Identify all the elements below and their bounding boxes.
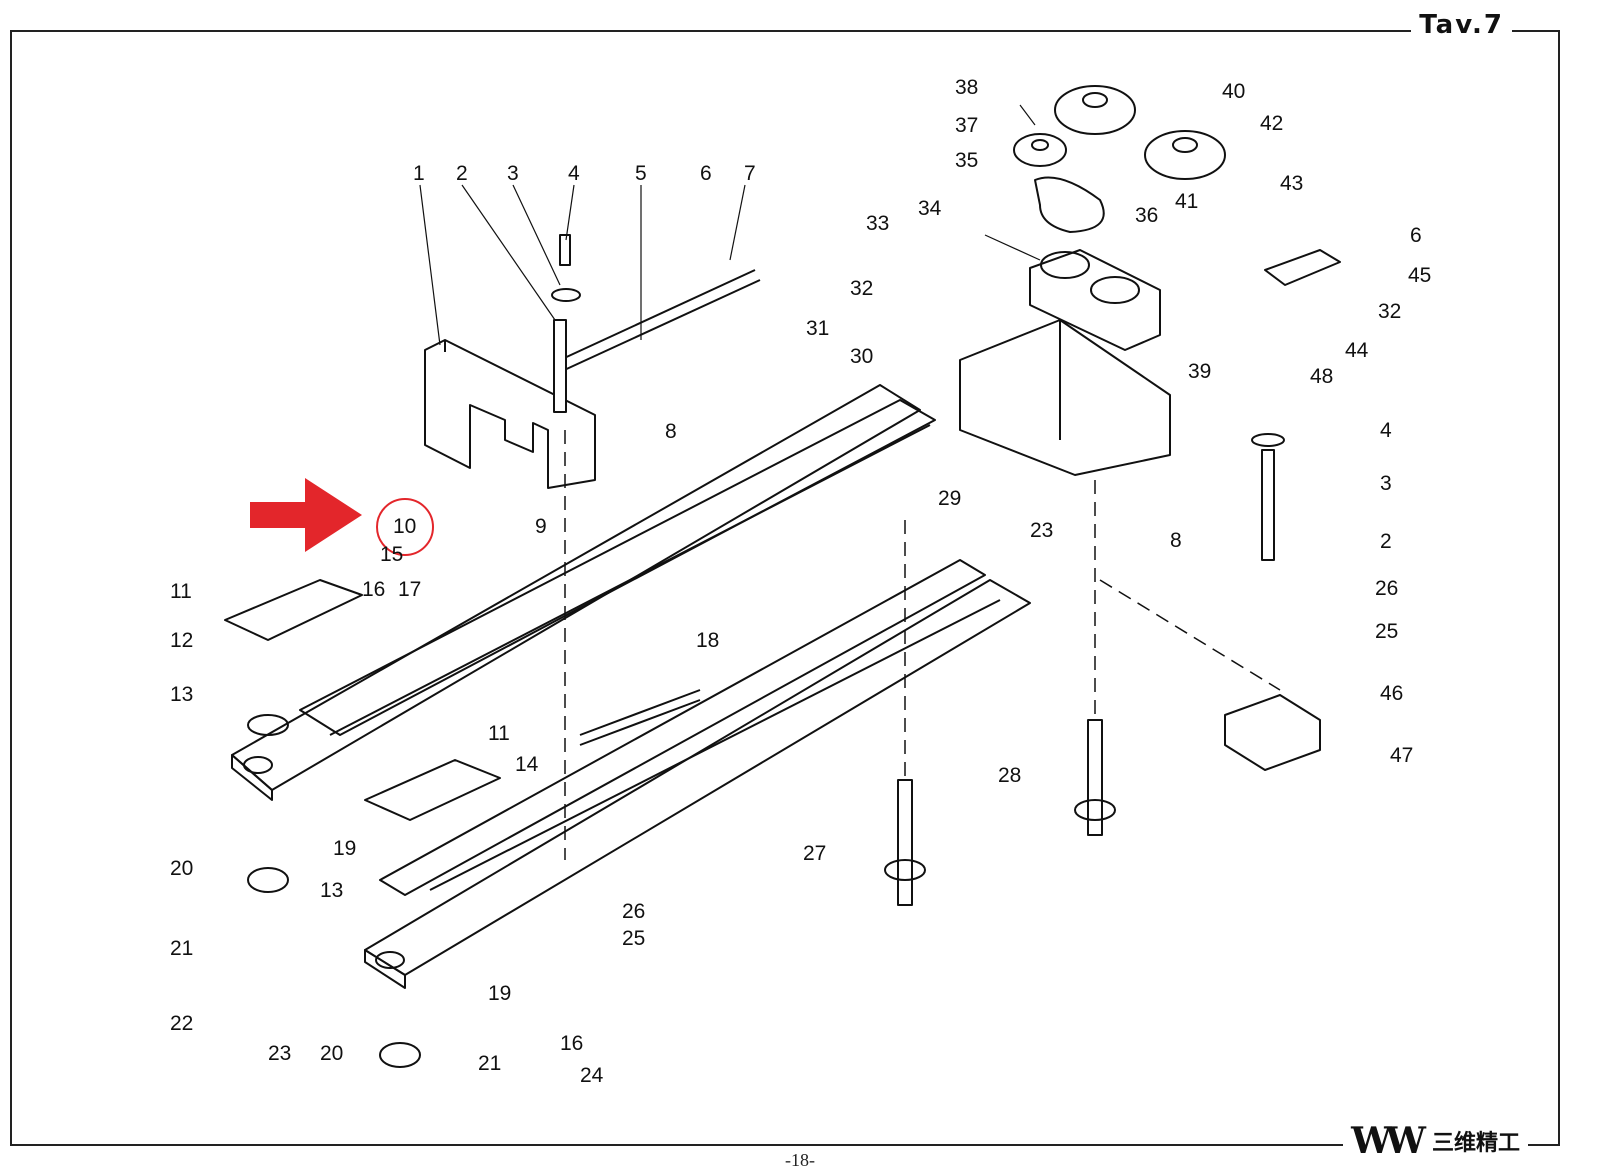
callout-12: 12 <box>170 629 193 652</box>
callout-36: 36 <box>1135 204 1158 227</box>
callout-13: 13 <box>170 683 193 706</box>
callout-32-right: 32 <box>1378 300 1401 323</box>
washer-part-3 <box>551 288 581 302</box>
callout-22: 22 <box>170 1012 193 1035</box>
callout-38: 38 <box>955 76 978 99</box>
callout-11-lower: 11 <box>488 722 510 745</box>
table-number: Tav.7 <box>1411 10 1512 40</box>
callout-2: 2 <box>456 162 468 185</box>
bracket-part-1 <box>424 339 596 489</box>
pin-part-2 <box>553 319 567 413</box>
plate-part-45 <box>1264 249 1341 286</box>
callout-4-right: 4 <box>1380 419 1392 442</box>
plate-part-14 <box>364 759 501 821</box>
callout-37: 37 <box>955 114 978 137</box>
chain-part-18 <box>579 689 701 746</box>
callout-18: 18 <box>696 629 719 652</box>
gear-part-40b <box>1144 130 1226 180</box>
cam-plate-part-35 <box>1034 176 1105 233</box>
callout-41: 41 <box>1175 190 1198 213</box>
block-part-47 <box>1224 694 1321 771</box>
callout-5: 5 <box>635 162 647 185</box>
callout-17: 17 <box>398 578 421 601</box>
callout-20: 20 <box>170 857 193 880</box>
callout-26: 26 <box>622 900 645 923</box>
callout-35: 35 <box>955 149 978 172</box>
gear-housing-part-34 <box>1029 249 1161 351</box>
callout-47: 47 <box>1390 744 1413 767</box>
page-number: -18- <box>785 1150 815 1170</box>
collar-part-20b <box>379 1042 421 1068</box>
right-guide-rail <box>364 559 1031 989</box>
callout-29: 29 <box>938 487 961 510</box>
left-guide-rail <box>231 384 936 801</box>
callout-19-lower: 19 <box>488 982 511 1005</box>
callout-26-right: 26 <box>1375 577 1398 600</box>
callout-40: 40 <box>1222 80 1245 103</box>
callout-14: 14 <box>515 753 539 776</box>
callout-16-lower: 16 <box>560 1032 583 1055</box>
callout-7: 7 <box>744 162 756 185</box>
callout-15: 15 <box>380 543 403 566</box>
callout-48: 48 <box>1310 365 1333 388</box>
callout-23-right: 23 <box>1030 519 1053 542</box>
callout-11: 11 <box>170 580 192 603</box>
callout-39: 39 <box>1188 360 1211 383</box>
callout-44: 44 <box>1345 339 1369 362</box>
callout-28: 28 <box>998 764 1021 787</box>
callout-3-right: 3 <box>1380 472 1392 495</box>
callout-20-lower: 20 <box>320 1042 343 1065</box>
callout-23: 23 <box>268 1042 291 1065</box>
callout-25-right: 25 <box>1375 620 1398 643</box>
callout-13-lower: 13 <box>320 879 343 902</box>
strip-part-5 <box>559 269 756 361</box>
callout-3: 3 <box>507 162 519 185</box>
callout-10: 10 <box>393 515 416 538</box>
highlight-arrow <box>250 478 362 552</box>
plate-part-12 <box>224 579 363 641</box>
sprocket-shaft-part-28 <box>1074 719 1116 836</box>
callout-32: 32 <box>850 277 873 300</box>
callout-27: 27 <box>803 842 826 865</box>
callout-25: 25 <box>622 927 645 950</box>
callout-46: 46 <box>1380 682 1403 705</box>
callout-31: 31 <box>806 317 829 340</box>
callout-21-lower: 21 <box>478 1052 501 1075</box>
callout-8-right: 8 <box>1170 529 1182 552</box>
bearing-part-16 <box>247 714 289 736</box>
callout-6: 6 <box>700 162 712 185</box>
gear-part-40a <box>1054 85 1136 135</box>
sprocket-shaft-part-27 <box>884 779 926 906</box>
callout-34: 34 <box>918 197 942 220</box>
pin-part-2-right <box>1261 449 1275 561</box>
callout-24: 24 <box>580 1064 604 1087</box>
screw-part-4 <box>559 234 571 266</box>
callout-16: 16 <box>362 578 385 601</box>
callout-1: 1 <box>413 162 425 185</box>
callout-21: 21 <box>170 937 193 960</box>
washer-part-3-right <box>1251 433 1285 447</box>
callout-30: 30 <box>850 345 873 368</box>
drawing-frame <box>10 30 1560 1146</box>
callout-43: 43 <box>1280 172 1303 195</box>
brand-logo: WW 三维精工 <box>1343 1120 1528 1162</box>
callout-45: 45 <box>1408 264 1431 287</box>
brand-mark: WW <box>1351 1120 1426 1162</box>
gear-part-37 <box>1013 133 1067 167</box>
callout-9: 9 <box>535 515 547 538</box>
brand-name: 三维精工 <box>1431 1131 1520 1156</box>
callout-19: 19 <box>333 837 356 860</box>
callout-6-right: 6 <box>1410 224 1422 247</box>
callout-8: 8 <box>665 420 677 443</box>
callout-33: 33 <box>866 212 889 235</box>
highlight-circle <box>376 498 434 556</box>
callout-4: 4 <box>568 162 580 185</box>
callout-2-right: 2 <box>1380 530 1392 553</box>
callout-42: 42 <box>1260 112 1283 135</box>
collar-part-20 <box>247 867 289 893</box>
